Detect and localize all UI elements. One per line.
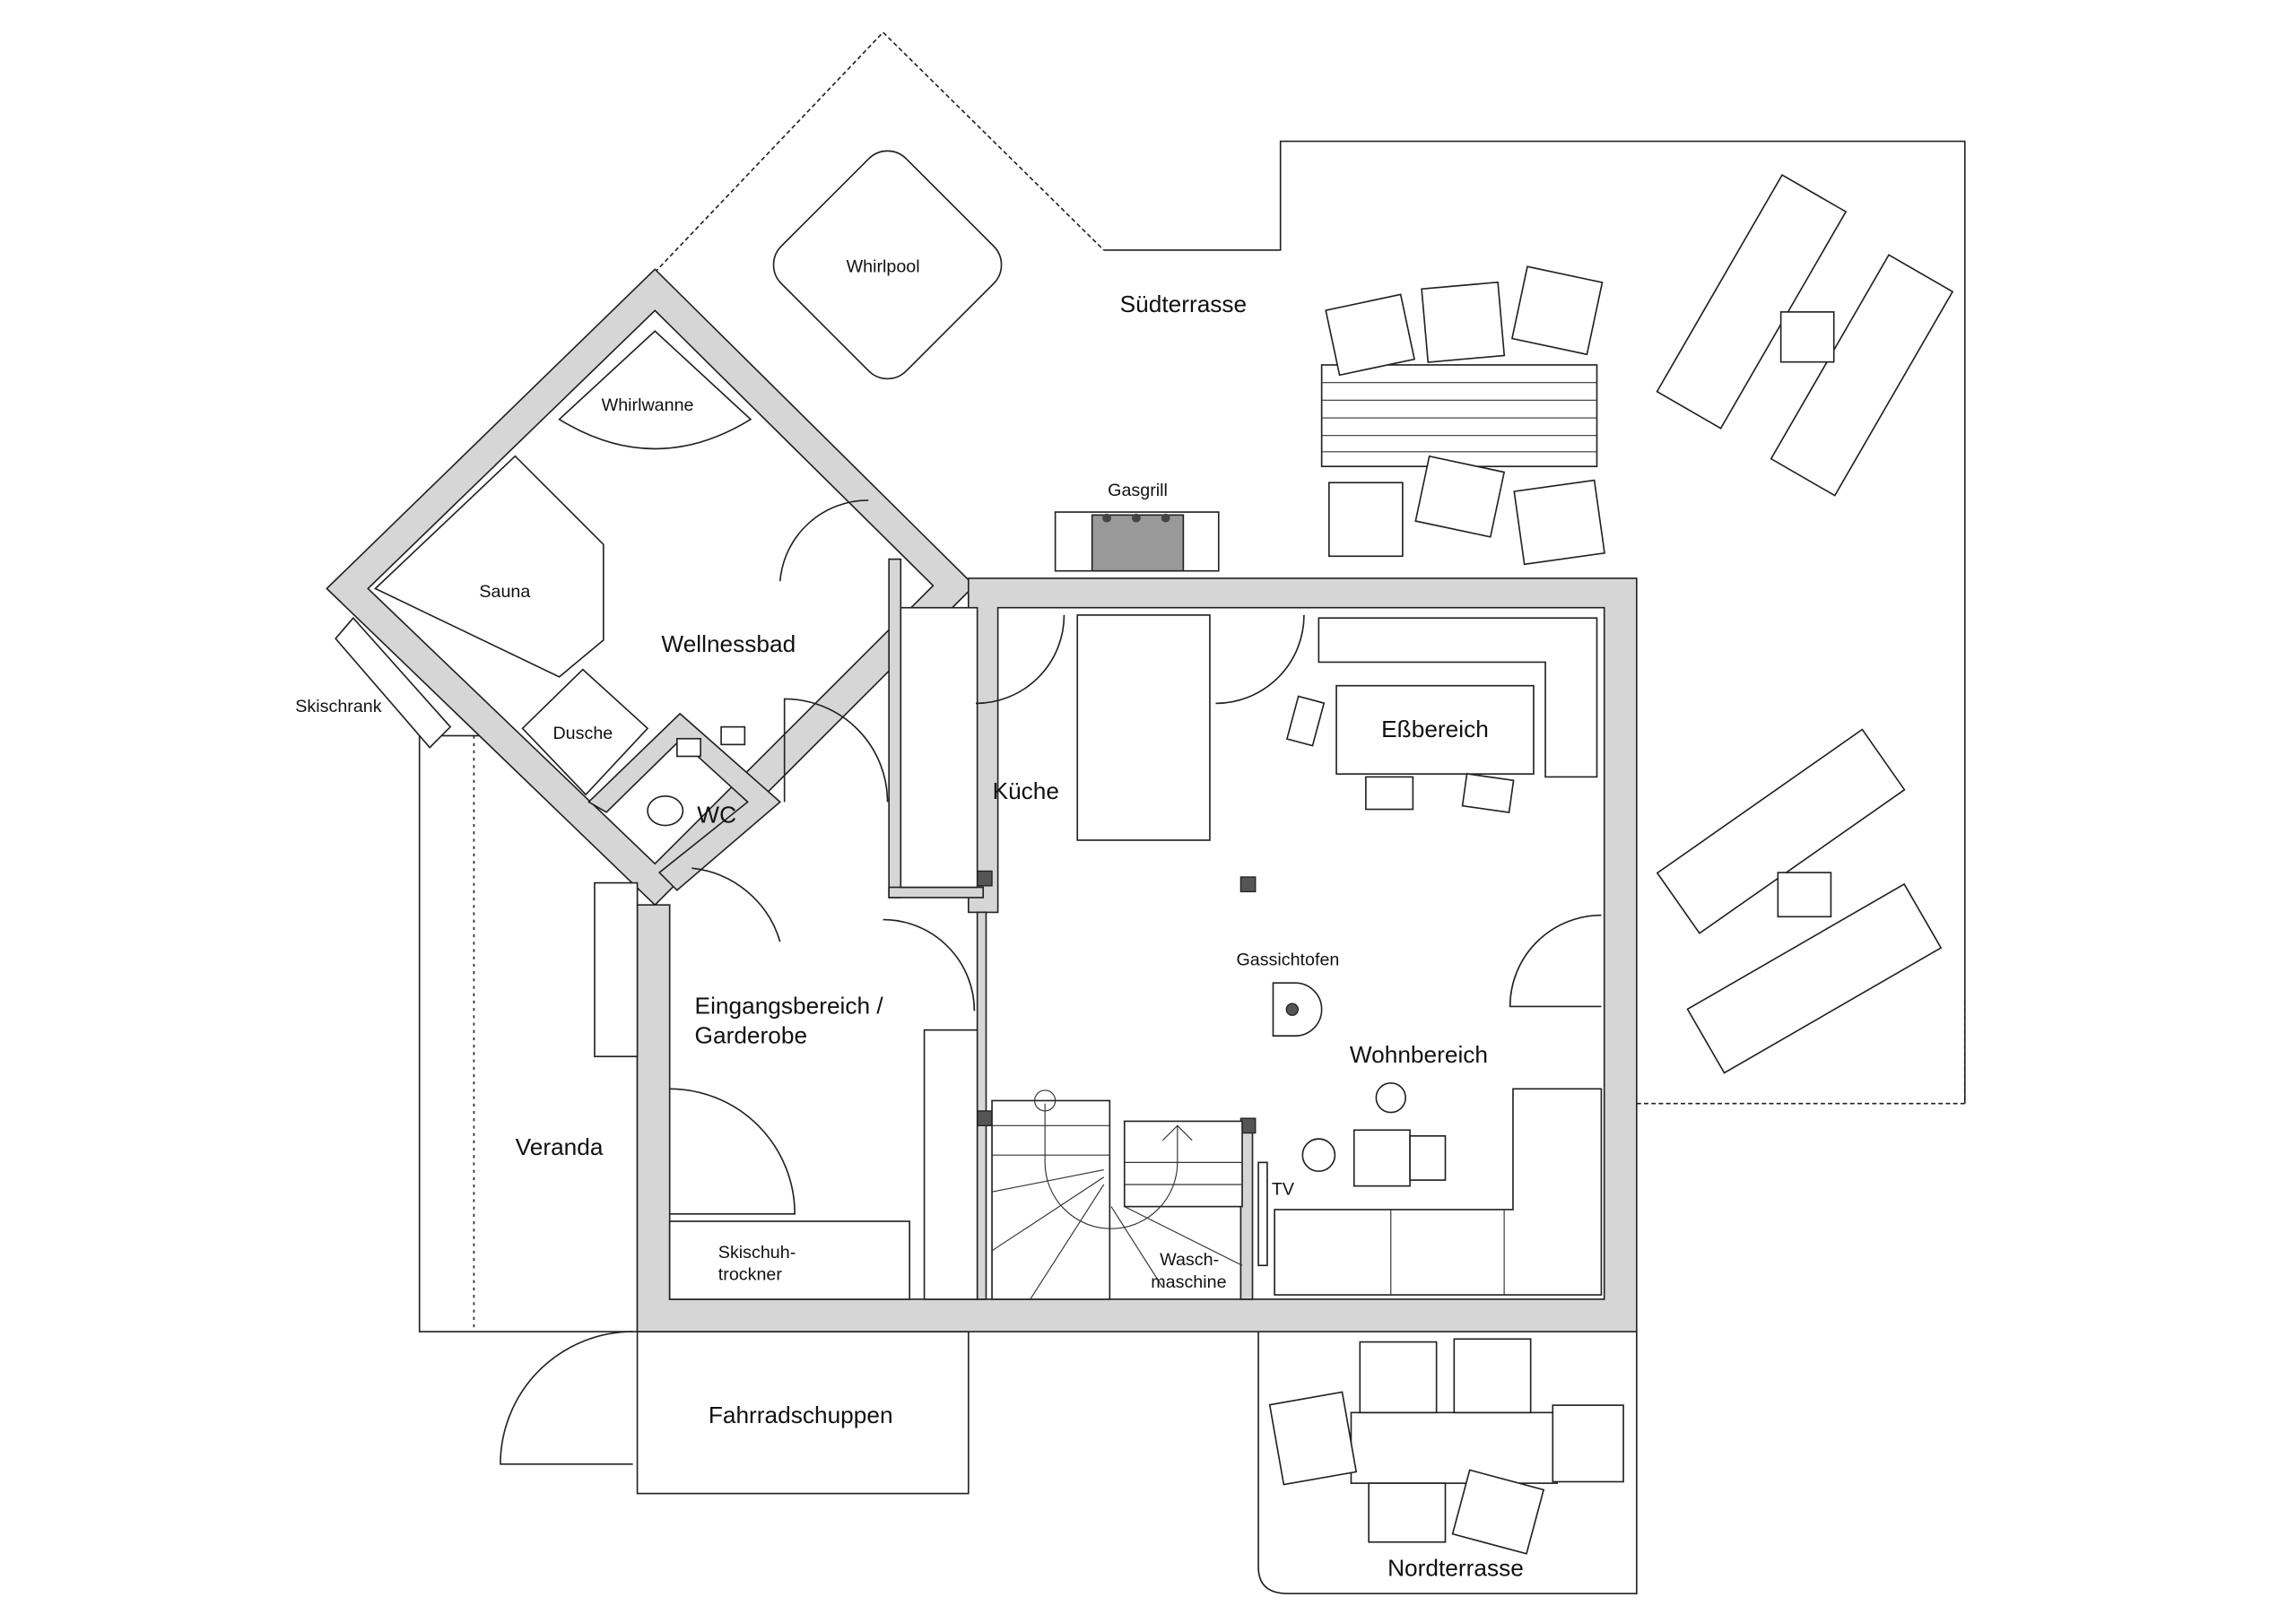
stool bbox=[1301, 1138, 1336, 1173]
gas-grill bbox=[1054, 511, 1220, 572]
label-dusche: Dusche bbox=[552, 724, 613, 743]
label-eingangsbereich: Eingangsbereich / bbox=[695, 993, 884, 1020]
kitchen-island bbox=[1076, 614, 1211, 841]
suedterrasse-outline bbox=[654, 30, 1105, 273]
suedterrasse-edge bbox=[1636, 1000, 1966, 1105]
label-sauna: Sauna bbox=[479, 582, 530, 602]
label-wc: WC bbox=[697, 801, 736, 828]
door-swing bbox=[1509, 914, 1602, 1008]
label-veranda: Veranda bbox=[516, 1133, 604, 1160]
column bbox=[1239, 876, 1257, 893]
interior-wall bbox=[888, 886, 985, 898]
coffee-table bbox=[1352, 1129, 1411, 1187]
tv-icon bbox=[1257, 1161, 1268, 1267]
wc-door-swing bbox=[691, 867, 781, 942]
label-gasgrill: Gasgrill bbox=[1108, 481, 1168, 500]
label-tv: TV bbox=[1272, 1179, 1295, 1199]
chair bbox=[1285, 695, 1326, 747]
interior-wall bbox=[888, 558, 902, 898]
chair bbox=[1461, 773, 1515, 813]
kitchen-counter bbox=[900, 606, 978, 889]
label-wasch: Wasch- bbox=[1160, 1250, 1219, 1270]
column bbox=[976, 1110, 993, 1127]
column bbox=[976, 870, 993, 887]
label-skischrank: Skischrank bbox=[295, 697, 381, 716]
label-wellnessbad: Wellnessbad bbox=[661, 630, 796, 657]
stove-flame bbox=[1285, 1002, 1300, 1016]
label-gassichtofen: Gassichtofen bbox=[1236, 950, 1339, 969]
label-garderobe: Garderobe bbox=[695, 1021, 808, 1048]
label-whirlwanne: Whirlwanne bbox=[602, 395, 694, 415]
staircase bbox=[991, 1089, 1243, 1300]
suedterrasse-border bbox=[1103, 140, 1966, 1104]
label-nordterrasse: Nordterrasse bbox=[1387, 1554, 1524, 1581]
interior-wall bbox=[976, 911, 987, 1300]
nordterrasse-outline bbox=[1257, 1332, 1638, 1595]
terrace-dining-set bbox=[1320, 265, 1605, 566]
shower bbox=[521, 668, 649, 796]
sink-icon bbox=[676, 737, 701, 758]
label-skischuh: Skischuh- bbox=[718, 1243, 796, 1263]
door-swing bbox=[1215, 614, 1305, 705]
chair bbox=[1365, 776, 1414, 811]
label-wohnbereich: Wohnbereich bbox=[1350, 1041, 1488, 1068]
whirlwanne-tub bbox=[558, 330, 752, 450]
whirlpool bbox=[772, 150, 1003, 380]
side-table bbox=[1409, 1135, 1447, 1181]
ski-boot-dryer bbox=[668, 1220, 910, 1300]
toilet-icon bbox=[647, 794, 684, 827]
sun-loungers bbox=[1656, 173, 1954, 1074]
sauna-cabin bbox=[374, 455, 604, 678]
label-maschine: maschine bbox=[1151, 1272, 1226, 1292]
wellness-door-swing bbox=[783, 698, 889, 803]
sink-icon bbox=[720, 725, 746, 746]
north-terrace-dining-set bbox=[1268, 1338, 1624, 1555]
wardrobe bbox=[923, 1028, 978, 1300]
label-suedterrasse: Südterrasse bbox=[1120, 291, 1248, 317]
wellness-door-swing-2 bbox=[778, 499, 869, 582]
door-swing bbox=[975, 614, 1065, 705]
door-swing bbox=[883, 918, 976, 1011]
skischrank-cabinet bbox=[335, 616, 452, 749]
sofa bbox=[1274, 1088, 1603, 1296]
label-whirlpool: Whirlpool bbox=[847, 257, 920, 277]
entrance-door-swing bbox=[669, 1088, 796, 1215]
label-fahrradschuppen: Fahrradschuppen bbox=[709, 1402, 893, 1428]
wellness-wing-floor bbox=[367, 309, 935, 865]
veranda-bench bbox=[594, 881, 639, 1058]
label-essbereich: Eßbereich bbox=[1381, 716, 1489, 742]
label-trockner: trockner bbox=[718, 1265, 783, 1285]
label-kueche: Küche bbox=[993, 777, 1059, 804]
shed-door-swing bbox=[500, 1331, 633, 1465]
bench bbox=[1318, 617, 1598, 778]
wc-room-wall bbox=[587, 712, 781, 891]
stool bbox=[1375, 1081, 1406, 1114]
dining-table bbox=[1335, 684, 1535, 775]
